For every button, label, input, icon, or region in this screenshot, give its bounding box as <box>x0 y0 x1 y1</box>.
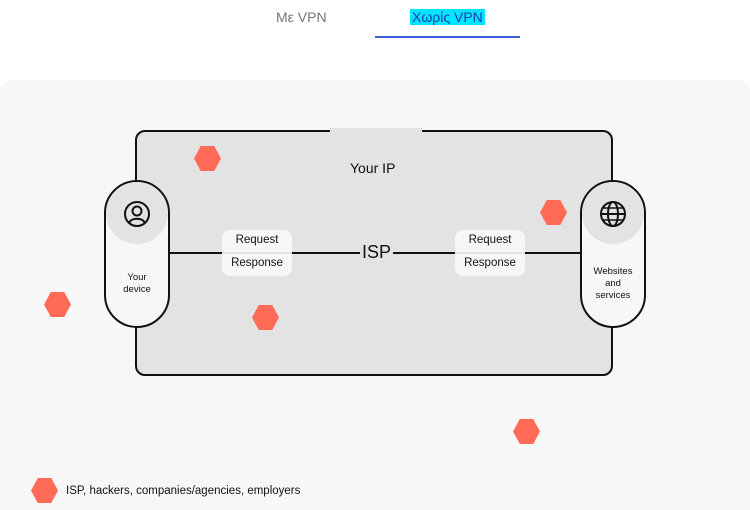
your-device-node: Your device <box>104 180 170 328</box>
ip-label: Your IP <box>350 160 396 176</box>
right-request-response: Request Response <box>455 230 525 276</box>
legend-text: ISP, hackers, companies/agencies, employ… <box>66 485 301 497</box>
websites-node: Websites and services <box>580 180 646 328</box>
active-tab-indicator <box>375 36 520 38</box>
websites-label-line2: and <box>605 278 621 289</box>
threat-hexagon <box>540 200 567 225</box>
tab-with-vpn[interactable]: Με VPN <box>276 9 327 25</box>
left-response-label: Response <box>231 257 283 269</box>
ip-zone-notch <box>330 128 422 132</box>
device-label-line2: device <box>123 284 151 295</box>
device-icon-area <box>106 182 168 244</box>
device-label-line1: Your <box>127 272 147 283</box>
left-divider <box>222 252 292 254</box>
tab-bar: Με VPN Χωρίς VPN <box>0 0 750 40</box>
websites-label-line1: Websites <box>593 266 633 277</box>
threat-hexagon <box>194 146 221 171</box>
device-label: Your device <box>106 272 168 296</box>
left-request-label: Request <box>235 234 279 246</box>
user-icon <box>124 201 150 227</box>
globe-icon <box>600 201 626 227</box>
websites-label-line3: services <box>595 290 631 301</box>
isp-label: ISP <box>360 242 394 263</box>
right-divider <box>455 252 525 254</box>
websites-label: Websites and services <box>582 266 644 302</box>
right-request-label: Request <box>468 234 512 246</box>
right-response-label: Response <box>464 257 516 269</box>
tab-without-vpn[interactable]: Χωρίς VPN <box>410 9 485 25</box>
left-request-response: Request Response <box>222 230 292 276</box>
